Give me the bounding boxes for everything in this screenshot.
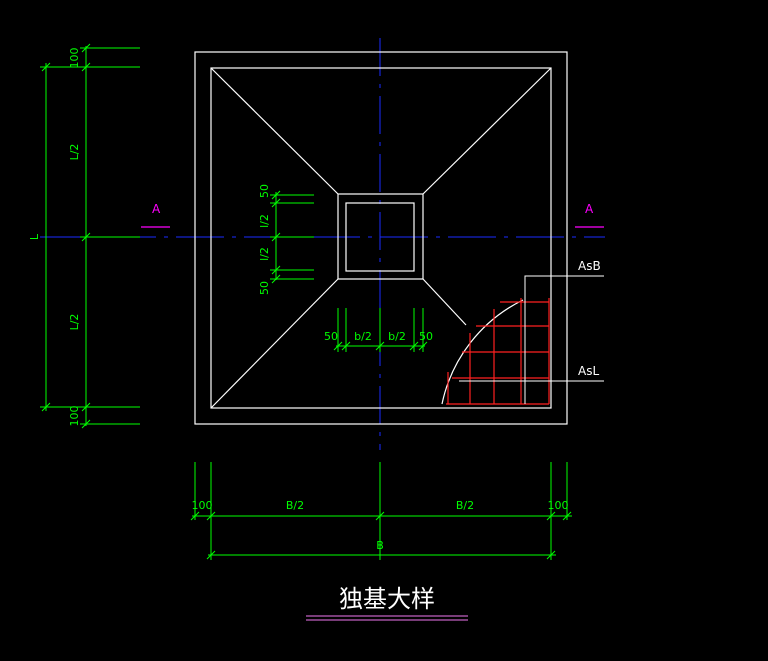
left-dimension-chain [40, 43, 140, 429]
slope-line-bottom-left [210, 278, 339, 409]
column-horizontal-dims [333, 308, 428, 352]
bottom-dim-total: B [376, 539, 384, 552]
left-dim-lower-half: L/2 [68, 314, 81, 331]
col-dim-right-gap: 50 [419, 330, 433, 343]
foundation-inner-edge [210, 67, 552, 409]
slope-line-bottom-right [422, 278, 467, 326]
left-dimension-labels: 100 L/2 L L/2 100 [28, 48, 81, 427]
bottom-dim-left-edge: 100 [192, 499, 213, 512]
asb-leader [524, 275, 604, 404]
col-dim-upper: l/2 [258, 214, 271, 228]
col-dim-bottom-gap: 50 [258, 281, 271, 295]
foundation-outline [194, 51, 568, 425]
bottom-dim-right-half: B/2 [456, 499, 474, 512]
col-dim-top-gap: 50 [258, 184, 271, 198]
rebar-label-asb: AsB [578, 259, 601, 273]
slope-line-top-right [422, 67, 552, 195]
rebar-mesh [446, 298, 550, 405]
rebar-leaders [459, 275, 604, 404]
column-horizontal-labels: 50 b/2 b/2 50 [324, 330, 433, 343]
left-dim-total: L [28, 233, 41, 240]
section-mark-left: A [152, 202, 161, 216]
column-vertical-dims [270, 190, 314, 284]
slope-line-top-left [210, 67, 339, 195]
column-inner [345, 202, 415, 272]
section-mark-right: A [585, 202, 594, 216]
col-dim-right-half: b/2 [388, 330, 406, 343]
left-dim-top-edge: 100 [68, 48, 81, 69]
title-underline [306, 615, 468, 621]
column-outer [337, 193, 424, 280]
col-dim-lower: l/2 [258, 247, 271, 261]
bottom-dimension-labels: 100 B/2 B/2 100 B [192, 499, 569, 552]
centerlines [40, 38, 605, 450]
rebar-label-asl: AsL [578, 364, 599, 378]
bottom-dim-right-edge: 100 [548, 499, 569, 512]
bottom-dimension-chain [190, 462, 572, 560]
bottom-dim-left-half: B/2 [286, 499, 304, 512]
section-marks: A A [141, 202, 604, 228]
left-dim-bottom-edge: 100 [68, 406, 81, 427]
col-dim-left-gap: 50 [324, 330, 338, 343]
column-vertical-labels: 50 l/2 l/2 50 [258, 184, 271, 295]
drawing-title: 独基大样 [339, 585, 435, 613]
col-dim-left-half: b/2 [354, 330, 372, 343]
left-dim-upper-half: L/2 [68, 144, 81, 161]
foundation-outer-edge [194, 51, 568, 425]
